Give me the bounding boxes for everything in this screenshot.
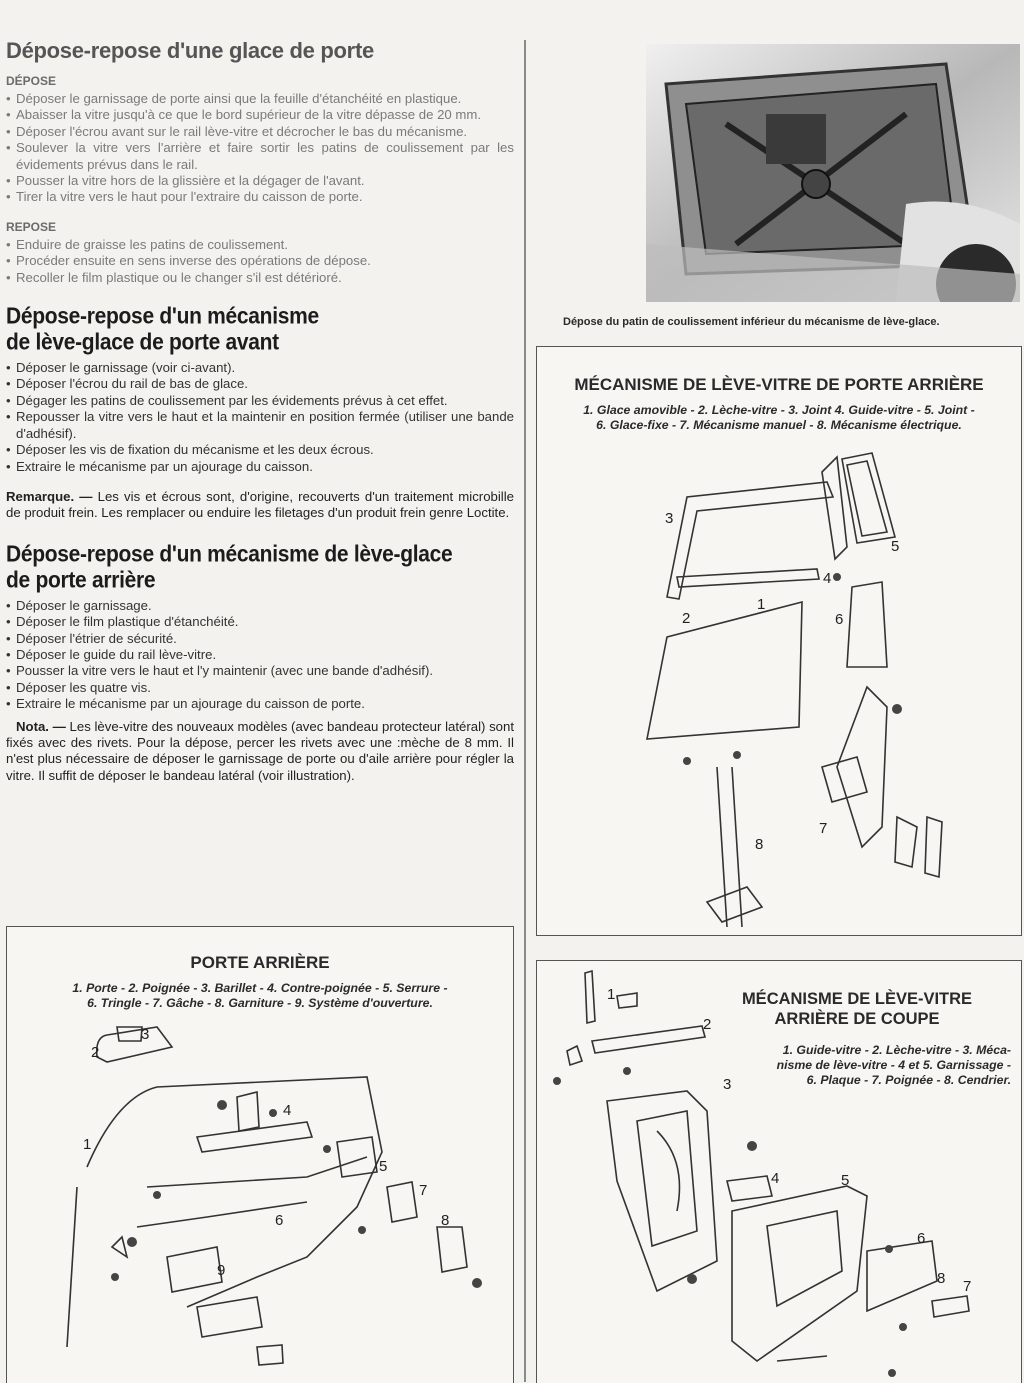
remark-paragraph: Remarque. — Les vis et écrous sont, d'or… — [6, 489, 514, 522]
figure-title-line2: ARRIÈRE DE COUPE — [774, 1010, 940, 1028]
legend-line: 1. Guide-vitre - 2. Lèche-vitre - 3. Méc… — [782, 1043, 1011, 1057]
nota-text: Les lève-vitre des nouveaux modèles (ave… — [6, 718, 514, 783]
callout-8: 8 — [937, 1270, 945, 1287]
list-item: Déposer l'étrier de sécurité. — [6, 631, 514, 648]
rear-window-mechanism-figure: MÉCANISME DE LÈVE-VITRE DE PORTE ARRIÈRE… — [536, 346, 1022, 936]
callout-4: 4 — [283, 1102, 291, 1119]
list-item: Déposer le garnissage (voir ci-avant). — [6, 360, 514, 377]
callout-3: 3 — [723, 1076, 731, 1093]
figure-title: PORTE ARRIÈRE — [190, 953, 330, 972]
list-item: Déposer le garnissage. — [6, 598, 514, 615]
callout-9: 9 — [217, 1262, 225, 1279]
section2-title-line1: Dépose-repose d'un mécanisme — [6, 303, 319, 329]
section2-title-line2: de lève-glace de porte avant — [6, 329, 279, 355]
figure-title: MÉCANISME DE LÈVE-VITRE ARRIÈRE DE COUPE — [707, 989, 1007, 1029]
legend-line: nisme de lève-vitre - 4 et 5. Garnissage… — [776, 1058, 1011, 1072]
list-item: Pousser la vitre vers le haut et l'y mai… — [6, 663, 514, 680]
list-item: Procéder ensuite en sens inverse des opé… — [6, 253, 514, 270]
list-item: Déposer les quatre vis. — [6, 680, 514, 697]
photo-caption: Dépose du patin de coulissement inférieu… — [563, 316, 940, 328]
callout-1: 1 — [757, 596, 765, 613]
section2-steps: Déposer le garnissage (voir ci-avant). D… — [6, 360, 514, 475]
callout-5: 5 — [891, 538, 899, 555]
figure-title: MÉCANISME DE LÈVE-VITRE DE PORTE ARRIÈRE — [574, 375, 984, 394]
list-item: Déposer l'écrou du rail de bas de glace. — [6, 376, 514, 393]
repose-label: REPOSE — [6, 219, 57, 234]
legend-line: 6. Tringle - 7. Gâche - 8. Garniture - 9… — [87, 996, 433, 1010]
callout-8: 8 — [441, 1212, 449, 1229]
left-column: Dépose-repose d'une glace de porte DÉPOS… — [6, 38, 514, 784]
figure-legend: 1. Porte - 2. Poignée - 3. Barillet - 4.… — [13, 981, 507, 1011]
list-item: Pousser la vitre hors de la glissière et… — [6, 173, 514, 190]
nota-label: Nota. — — [16, 718, 66, 734]
door-photo — [646, 44, 1020, 302]
section1-title: Dépose-repose d'une glace de porte — [6, 38, 374, 63]
callout-6: 6 — [835, 611, 843, 628]
list-item: Tirer la vitre vers le haut pour l'extra… — [6, 189, 514, 206]
callout-7: 7 — [963, 1278, 971, 1295]
callout-6: 6 — [275, 1212, 283, 1229]
callout-2: 2 — [703, 1016, 711, 1033]
column-divider — [524, 40, 526, 1382]
callout-4: 4 — [771, 1170, 779, 1187]
coupe-mechanism-diagram: 1 2 3 4 5 6 8 7 — [553, 969, 971, 1377]
rear-door-figure: PORTE ARRIÈRE 1. Porte - 2. Poignée - 3.… — [6, 926, 514, 1383]
list-item: Extraire le mécanisme par un ajourage du… — [6, 459, 514, 476]
callout-4: 4 — [823, 570, 831, 587]
section3-title: Dépose-repose d'un mécanisme de lève-gla… — [6, 540, 514, 593]
callout-2: 2 — [682, 610, 690, 627]
list-item: Déposer l'écrou avant sur le rail lève-v… — [6, 124, 514, 141]
section3-title-line2: de porte arrière — [6, 566, 156, 593]
callout-8: 8 — [755, 836, 763, 853]
section3-steps: Déposer le garnissage. Déposer le film p… — [6, 598, 514, 713]
callout-5: 5 — [379, 1158, 387, 1175]
figure-legend: 1. Guide-vitre - 2. Lèche-vitre - 3. Méc… — [715, 1043, 1011, 1088]
callout-1: 1 — [83, 1136, 91, 1153]
list-item: Repousser la vitre vers le haut et la ma… — [6, 409, 514, 442]
repose-steps: Enduire de graisse les patins de couliss… — [6, 237, 514, 287]
list-item: Déposer le film plastique d'étanchéité. — [6, 614, 514, 631]
remark-text: Les vis et écrous sont, d'origine, recou… — [6, 488, 514, 521]
figure-legend: 1. Glace amovible - 2. Lèche-vitre - 3. … — [547, 403, 1011, 433]
list-item: Abaisser la vitre jusqu'à ce que le bord… — [6, 107, 514, 124]
list-item: Dégager les patins de coulissement par l… — [6, 393, 514, 410]
list-item: Extraire le mécanisme par un ajourage du… — [6, 696, 514, 713]
callout-3: 3 — [665, 510, 673, 527]
depose-steps: Déposer le garnissage de porte ainsi que… — [6, 91, 514, 206]
callout-7: 7 — [419, 1182, 427, 1199]
nota-paragraph: Nota. — Les lève-vitre des nouveaux modè… — [6, 719, 514, 785]
list-item: Déposer le garnissage de porte ainsi que… — [6, 91, 514, 108]
legend-line: 6. Glace-fixe - 7. Mécanisme manuel - 8.… — [596, 418, 962, 432]
callout-3: 3 — [141, 1026, 149, 1043]
legend-line: 1. Porte - 2. Poignée - 3. Barillet - 4.… — [72, 981, 448, 995]
depose-label: DÉPOSE — [6, 74, 57, 88]
callout-6: 6 — [917, 1230, 925, 1247]
legend-line: 1. Glace amovible - 2. Lèche-vitre - 3. … — [583, 403, 975, 417]
section3-title-line1: Dépose-repose d'un mécanisme de lève-gla… — [6, 540, 453, 567]
coupe-rear-window-figure: MÉCANISME DE LÈVE-VITRE ARRIÈRE DE COUPE… — [536, 960, 1022, 1383]
door-photo-illustration — [646, 44, 1020, 302]
list-item: Enduire de graisse les patins de couliss… — [6, 237, 514, 254]
list-item: Déposer les vis de fixation du mécanisme… — [6, 442, 514, 459]
list-item: Déposer le guide du rail lève-vitre. — [6, 647, 514, 664]
rear-window-diagram: 3 5 4 1 2 6 7 8 — [646, 452, 943, 928]
legend-line: 6. Plaque - 7. Poignée - 8. Cendrier. — [806, 1073, 1011, 1087]
list-item: Recoller le film plastique ou le changer… — [6, 270, 514, 287]
callout-2: 2 — [91, 1044, 99, 1061]
section2-title: Dépose-repose d'un mécanisme de lève-gla… — [6, 302, 514, 355]
callout-1: 1 — [607, 986, 615, 1003]
list-item: Soulever la vitre vers l'arrière et fair… — [6, 140, 514, 173]
callout-7: 7 — [819, 820, 827, 837]
remark-label: Remarque. — — [6, 488, 93, 504]
callout-5: 5 — [841, 1172, 849, 1189]
figure-title-line1: MÉCANISME DE LÈVE-VITRE — [741, 990, 973, 1008]
rear-door-diagram: 3 2 4 1 5 7 6 8 9 — [66, 1026, 482, 1366]
